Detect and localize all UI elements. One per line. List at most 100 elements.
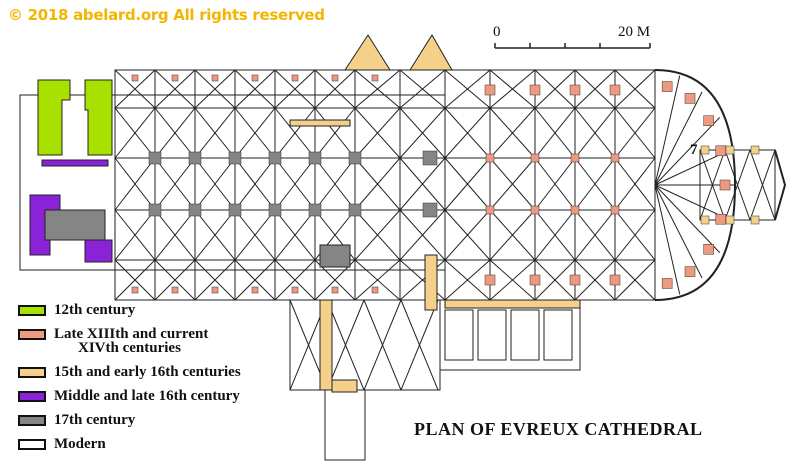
vault-rib xyxy=(354,259,401,301)
pier xyxy=(308,151,322,165)
pier xyxy=(725,145,735,155)
apse-rib xyxy=(654,184,703,279)
vault-rib xyxy=(574,157,616,211)
vault-rib xyxy=(114,157,156,211)
vault-rib xyxy=(399,209,446,261)
pier xyxy=(529,84,541,96)
legend-item-12th: 12th century xyxy=(18,298,241,322)
pier xyxy=(251,74,259,82)
vault-rib xyxy=(314,157,356,211)
pier xyxy=(610,205,620,215)
pier xyxy=(484,84,496,96)
vault-rib xyxy=(444,107,491,159)
apse-rib xyxy=(654,184,721,253)
pier xyxy=(484,274,496,286)
vault-rib xyxy=(534,107,576,159)
transept-rib xyxy=(400,299,439,391)
legend-item-13th-14th: Late XIIIth and current xyxy=(18,322,241,346)
vault-rib xyxy=(444,259,491,301)
apse-rib xyxy=(654,75,681,186)
pier xyxy=(371,74,379,82)
vault-rib xyxy=(114,259,156,301)
legend-item-17th: 17th century xyxy=(18,408,241,432)
pier xyxy=(719,179,731,191)
vault-rib xyxy=(489,209,536,261)
pier xyxy=(530,205,540,215)
vault-rib xyxy=(154,157,196,211)
vault-rib xyxy=(354,107,401,159)
vault-rib xyxy=(274,259,316,301)
vault-rib xyxy=(444,69,491,109)
vault-rib xyxy=(314,69,356,109)
copyright-notice: © 2018 abelard.org All rights reserved xyxy=(8,6,325,24)
chapel-rib xyxy=(699,149,726,221)
pier xyxy=(131,74,139,82)
pier xyxy=(228,203,242,217)
pier xyxy=(661,278,673,289)
pier xyxy=(268,203,282,217)
pier xyxy=(251,286,259,294)
chapel-rib xyxy=(749,149,776,221)
vault-rib xyxy=(534,69,576,109)
legend-label: 12th century xyxy=(54,301,136,318)
west-tower-north-12th xyxy=(37,79,71,156)
pier xyxy=(569,84,581,96)
vault-rib xyxy=(194,259,236,301)
pier xyxy=(171,286,179,294)
vault-rib xyxy=(274,107,316,159)
vault-rib xyxy=(194,69,236,109)
north-transept-tower-east xyxy=(409,34,453,71)
legend-swatch xyxy=(18,366,46,378)
chapel-bay xyxy=(510,309,540,361)
nave-outline xyxy=(19,94,446,271)
pier xyxy=(211,286,219,294)
vault-rib xyxy=(354,69,401,109)
vault-rib xyxy=(354,209,401,261)
pier xyxy=(661,81,673,92)
pier xyxy=(148,151,162,165)
vault-rib xyxy=(614,69,656,109)
pier xyxy=(725,215,735,225)
pier xyxy=(331,286,339,294)
vault-rib xyxy=(154,107,196,159)
legend-label-continued: XIVth centuries xyxy=(78,340,181,356)
vault-rib xyxy=(274,69,316,109)
legend-label: 17th century xyxy=(54,411,136,428)
pier xyxy=(291,74,299,82)
pier xyxy=(684,93,696,104)
pier xyxy=(171,74,179,82)
vault-rib xyxy=(114,107,156,159)
legend-label: Late XIIIth and current xyxy=(54,325,209,342)
vault-rib xyxy=(314,107,356,159)
legend-swatch xyxy=(18,438,46,450)
vault-rib xyxy=(574,69,616,109)
vault-rib xyxy=(154,259,196,301)
chapel-bay xyxy=(543,309,573,361)
chapel-bay xyxy=(444,309,474,361)
legend-item-late-16th: Middle and late 16th century xyxy=(18,384,241,408)
west-pier-16th xyxy=(84,239,113,263)
pier xyxy=(610,153,620,163)
legend: 12th century Late XIIIth and current XIV… xyxy=(18,298,241,456)
north-transept-tower-west xyxy=(344,34,391,71)
legend-label: 15th and early 16th centuries xyxy=(54,363,241,380)
vault-rib xyxy=(614,107,656,159)
west-front-17th xyxy=(44,209,106,241)
vault-rib xyxy=(399,69,446,109)
pier xyxy=(570,153,580,163)
chapel-rib xyxy=(724,149,751,221)
apse-rib xyxy=(654,184,681,295)
south-transept-wall-east xyxy=(424,254,438,311)
bay-number-label: 7 xyxy=(690,142,698,158)
pier xyxy=(750,215,760,225)
pier xyxy=(684,266,696,277)
pier xyxy=(331,74,339,82)
pier xyxy=(268,151,282,165)
vault-rib xyxy=(534,157,576,211)
vault-rib xyxy=(444,209,491,261)
pier xyxy=(308,203,322,217)
vault-rib xyxy=(614,209,656,261)
vault-rib xyxy=(234,69,276,109)
pier xyxy=(131,286,139,294)
